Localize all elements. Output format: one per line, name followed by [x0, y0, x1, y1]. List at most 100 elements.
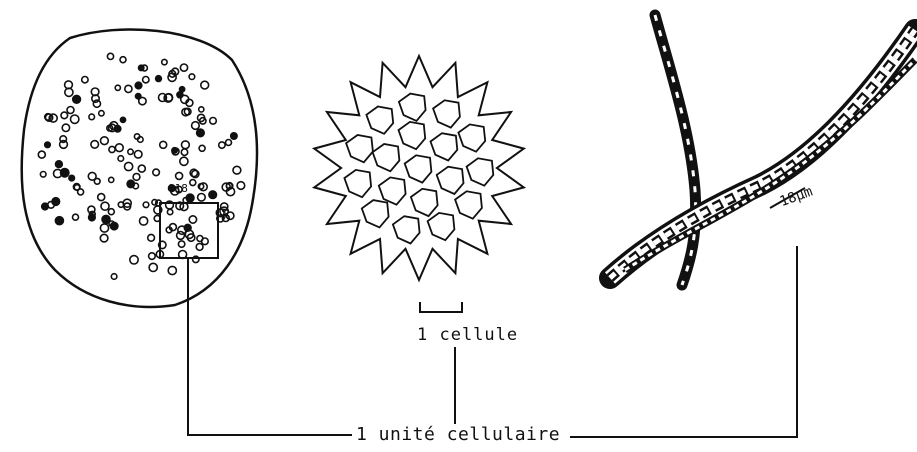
colony-cell — [199, 107, 204, 112]
star-cell — [362, 200, 389, 227]
star-cell — [405, 155, 432, 182]
colony-cell — [91, 141, 99, 149]
colony-cell — [55, 217, 63, 225]
colony-cell — [226, 140, 232, 146]
colony-cell — [172, 148, 177, 153]
colony-outline — [22, 29, 257, 306]
colony-cell — [89, 114, 95, 120]
colony-cell — [149, 253, 156, 260]
colony-cell — [130, 256, 138, 264]
colony-cell — [133, 174, 140, 181]
colony-cell — [40, 172, 46, 178]
colony-cell — [180, 157, 188, 165]
colony-cell — [177, 92, 183, 98]
star-cell — [366, 107, 393, 134]
colony-cell — [178, 241, 184, 247]
colony-cell — [181, 149, 187, 155]
colony-cell — [167, 209, 172, 214]
colony-cell — [209, 191, 217, 199]
colony-cell — [138, 165, 145, 172]
colony-cell — [118, 156, 124, 162]
star-cell — [393, 216, 420, 243]
colony-cell — [107, 53, 113, 59]
colony-cell — [38, 151, 45, 158]
colony-cell — [108, 209, 114, 215]
colony-cell — [60, 169, 68, 177]
colony-cell — [162, 59, 167, 64]
colony-cell — [73, 214, 79, 220]
star-cell — [431, 133, 458, 160]
cell-scale-bracket — [420, 302, 462, 312]
colony-cell — [111, 274, 117, 280]
colony-cell — [177, 232, 185, 240]
star-cell — [437, 167, 464, 194]
colony-cell — [237, 182, 245, 190]
colony-cell — [160, 141, 167, 148]
star-cell — [433, 100, 460, 127]
colony-cell — [98, 194, 105, 201]
colony-cell — [148, 234, 155, 241]
colony-cell — [82, 77, 88, 83]
star-cell — [373, 144, 400, 171]
colony-cell — [120, 117, 125, 122]
colony-cell — [99, 111, 104, 116]
colony-cell — [88, 172, 96, 180]
colony-cell — [153, 169, 160, 176]
colony-cell — [67, 107, 74, 114]
colony-cell — [196, 244, 203, 251]
colony-cell — [180, 87, 185, 92]
colony-cell — [190, 180, 196, 186]
colony-cell — [140, 217, 148, 225]
colony-cell — [231, 133, 237, 139]
colony-cell — [219, 142, 225, 148]
colony-cell — [100, 224, 108, 232]
star-cell — [411, 189, 438, 216]
colony-cell — [127, 180, 134, 187]
star-cell — [467, 158, 494, 185]
colony-cell — [109, 177, 114, 182]
star-colony — [314, 56, 524, 312]
cell-unit-label: 1 unité cellulaire — [352, 426, 564, 444]
colony-cell — [101, 202, 109, 210]
colony-cell — [233, 166, 241, 174]
star-cell — [379, 177, 406, 204]
colony-cell — [143, 77, 149, 83]
colony-cell — [109, 146, 115, 152]
colony-cell — [115, 85, 120, 90]
filament-wide-cells-inner — [610, 30, 915, 278]
colony-cell — [101, 137, 109, 145]
colony-cell — [115, 144, 123, 152]
colony-cell — [125, 85, 132, 92]
star-cell — [346, 135, 373, 162]
star-cell — [458, 124, 485, 151]
colony-cell — [210, 118, 217, 125]
colony-cell — [120, 57, 126, 63]
colony-cell — [69, 175, 75, 181]
colony-cell — [71, 115, 79, 123]
colony-cell — [134, 151, 142, 159]
colony-cell — [198, 194, 206, 202]
colony-cell — [156, 76, 162, 82]
colony-cell — [42, 203, 49, 210]
colony-cell — [52, 198, 60, 206]
star-cell — [455, 191, 482, 218]
colony-cell — [45, 142, 51, 148]
colony-cell — [62, 124, 69, 131]
colony-cell — [197, 129, 205, 137]
colony-cell — [100, 234, 108, 242]
colony-cell — [128, 149, 133, 154]
colony-cell — [139, 65, 144, 70]
colony-cell — [139, 97, 146, 104]
colony-cell — [135, 82, 142, 89]
inset-label-a: O18 — [168, 183, 188, 194]
colony-cell — [176, 172, 183, 179]
colony-cell — [182, 141, 190, 149]
colony-cell — [149, 263, 157, 271]
colony-cell — [180, 64, 187, 71]
colony-cell — [189, 216, 196, 223]
colonial-organism — [22, 29, 257, 306]
colony-cell — [61, 112, 68, 119]
star-cell — [399, 94, 426, 121]
star-cell — [399, 122, 426, 149]
